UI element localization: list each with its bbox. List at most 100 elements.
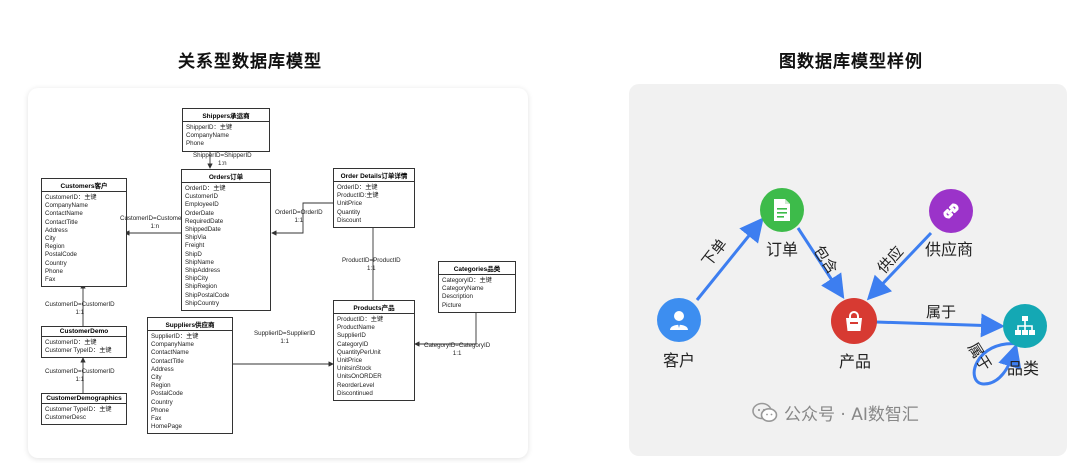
- category-product-line: [414, 312, 477, 347]
- relation-cardinality: 1:n: [218, 160, 227, 167]
- table-row: UnitPrice: [337, 200, 363, 208]
- relation-cardinality: 1:1: [294, 217, 304, 224]
- hierarchy-icon: [1015, 316, 1035, 335]
- relation-label-demo-demographics: CustomerID=CustomerID 1:1: [45, 368, 115, 384]
- table-row: RequiredDate: [185, 217, 224, 225]
- person-icon: [670, 311, 688, 330]
- table-row: Address: [151, 365, 174, 373]
- table-row: Address: [45, 226, 68, 234]
- right-title: 图数据库模型样例: [779, 52, 923, 72]
- relation-text: SupplierID=SupplierID: [254, 330, 316, 337]
- relation-text: CustomerID=CustomerID: [45, 301, 115, 308]
- table-row: Phone: [45, 267, 63, 275]
- table-row: QuantityPerUnit: [337, 348, 381, 356]
- table-row: CompanyName: [151, 341, 194, 349]
- table-row: CustomerID: [185, 193, 219, 201]
- relation-label-customer-demo: CustomerID=CustomerID 1:1: [45, 301, 115, 317]
- table-row: Fax: [45, 276, 56, 284]
- table-header: Customers客户: [42, 179, 126, 192]
- table-row: HomePage: [151, 423, 182, 431]
- table-row: ProductID:主键: [337, 192, 379, 200]
- watermark-text: 公众号 · AI数智汇: [784, 405, 919, 425]
- table-row: Region: [45, 243, 65, 251]
- edge-supplier-product: [866, 231, 933, 301]
- table-row: CustomerID：主键: [45, 339, 97, 346]
- table-shippers: Shippers承运商 ShipperID：主键 CompanyName Pho…: [182, 108, 270, 152]
- table-row: Region: [151, 382, 171, 390]
- node-label-product: 产品: [839, 352, 872, 371]
- relation-text: CustomerID=CustomerID: [120, 215, 190, 222]
- table-row: ReorderLevel: [337, 381, 375, 389]
- table-row: CategoryID: [337, 340, 369, 348]
- table-row: ShipD: [185, 250, 202, 258]
- table-row: Discontinued: [337, 389, 373, 397]
- table-row: SupplierID: [337, 332, 366, 340]
- relation-label-supplier-product: SupplierID=SupplierID 1:1: [254, 330, 315, 346]
- edge-product-category: [875, 313, 1005, 338]
- edge-customer-order: [695, 217, 764, 301]
- relation-cardinality: 1:1: [367, 265, 376, 272]
- table-row: Customer TypeID：主键: [45, 347, 112, 355]
- detail-order-line: [271, 202, 333, 236]
- table-row: UnitsOnORDER: [337, 373, 382, 381]
- node-product: [831, 298, 877, 344]
- relation-text: ProductID=ProductID: [342, 257, 401, 264]
- table-header: CustomerDemographics: [42, 394, 126, 404]
- relational-model-panel: Shippers承运商 ShipperID：主键 CompanyName Pho…: [28, 88, 528, 458]
- link-icon: [943, 203, 959, 219]
- table-row: City: [151, 374, 162, 382]
- table-row: SupplierID：主键: [151, 333, 199, 340]
- table-products: Products产品 ProductID：主键 ProductName Supp…: [333, 300, 415, 402]
- graph-edges: [695, 217, 1022, 386]
- table-row: Customer TypeID：主键: [45, 406, 112, 413]
- table-row: CustomerDesc: [45, 414, 86, 422]
- relation-label-shipper: ShipperID=ShipperID 1:n: [193, 152, 252, 168]
- table-header: Order Details订单详情: [334, 169, 414, 182]
- table-header: Products产品: [334, 301, 414, 314]
- table-row: ProductName: [337, 324, 375, 332]
- node-label-customer: 客户: [663, 351, 696, 370]
- node-label-order: 订单: [766, 240, 799, 259]
- relation-cardinality: 1:1: [452, 350, 462, 357]
- relation-cardinality: 1:1: [280, 338, 289, 345]
- table-row: OrderID：主键: [185, 185, 226, 192]
- node-label-supplier: 供应商: [925, 240, 974, 259]
- table-row: EmployeeID: [185, 201, 219, 209]
- table-row: OrderID：主键: [337, 184, 378, 191]
- table-row: CompanyName: [45, 202, 88, 210]
- relation-text: OrderID=OrderID: [275, 209, 323, 216]
- table-row: OrderDate: [185, 209, 214, 217]
- table-row: UnitPrice: [337, 357, 363, 365]
- node-customer: [657, 298, 701, 342]
- table-customers: Customers客户 CustomerID：主键 CompanyName Co…: [41, 178, 127, 288]
- table-row: Freight: [185, 242, 205, 250]
- table-header: Suppliers供应商: [148, 318, 232, 331]
- table-row: CompanyName: [186, 132, 229, 140]
- table-row: Country: [45, 259, 67, 267]
- relation-label-customer-order: CustomerID=CustomerID 1:n: [120, 215, 190, 231]
- edge-label-product-category: 属于: [926, 303, 957, 321]
- table-row: Phone: [151, 406, 169, 414]
- table-customer-demographics: CustomerDemographics Customer TypeID：主键 …: [41, 393, 127, 426]
- table-row: ShipCity: [185, 275, 209, 283]
- table-row: CustomerID：主键: [45, 194, 97, 201]
- table-row: Description: [442, 293, 473, 301]
- table-row: ShipAddress: [185, 267, 221, 275]
- relation-cardinality: 1:1: [75, 309, 85, 316]
- document-icon: [774, 199, 790, 221]
- relation-lines: [80, 144, 477, 393]
- shopping-bag-icon: [846, 311, 862, 331]
- table-row: ShipCountry: [185, 299, 220, 307]
- table-row: ShippedDate: [185, 226, 221, 234]
- table-row: Picture: [442, 301, 462, 309]
- table-row: Discount: [337, 216, 362, 224]
- table-row: ContactName: [45, 210, 83, 218]
- table-row: ShipperID：主键: [186, 124, 233, 131]
- table-row: PostalCode: [151, 390, 183, 398]
- table-order-details: Order Details订单详情 OrderID：主键 ProductID:主…: [333, 168, 415, 229]
- table-header: Shippers承运商: [183, 109, 269, 122]
- table-row: Quantity: [337, 208, 361, 216]
- table-row: ShipRegion: [185, 283, 217, 291]
- table-row: ContactTitle: [151, 357, 184, 365]
- table-row: Phone: [186, 140, 204, 148]
